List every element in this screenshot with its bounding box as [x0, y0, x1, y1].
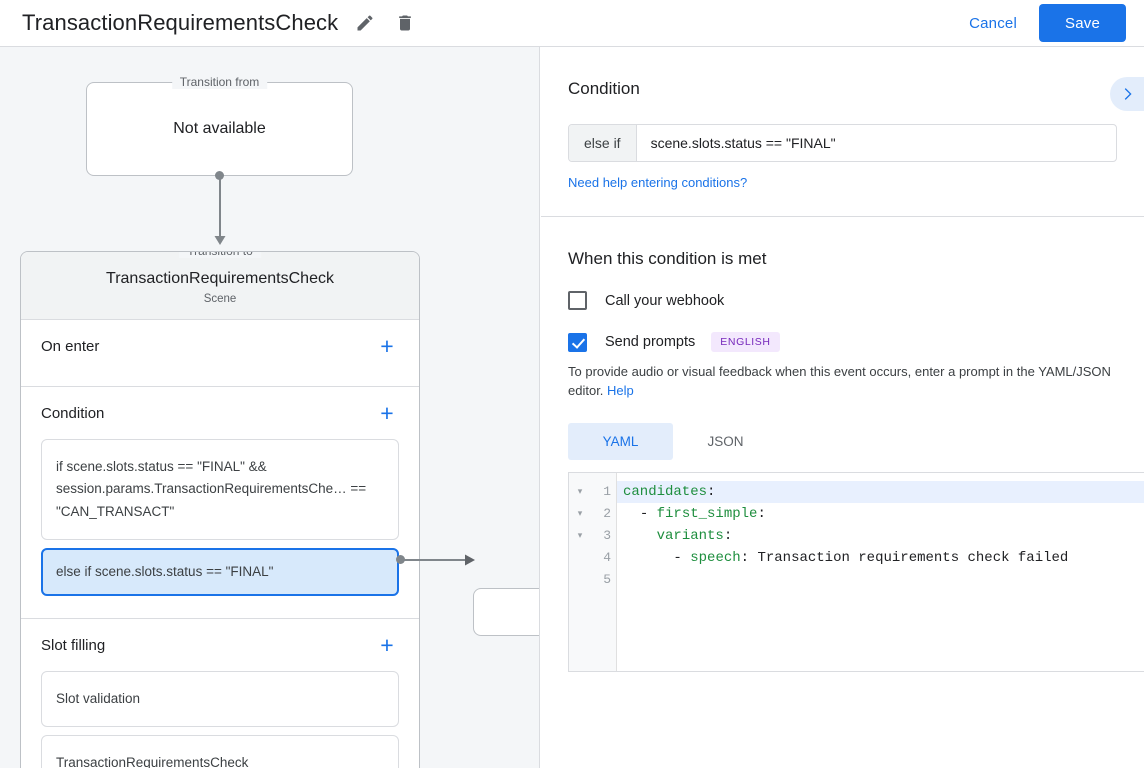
code-key: speech	[690, 549, 741, 566]
condition-section: Condition else if Need help entering con…	[541, 47, 1144, 192]
page-title: TransactionRequirementsCheck	[22, 10, 339, 35]
add-slot-filling-button[interactable]: +	[380, 631, 394, 658]
transition-from-card[interactable]: Transition from Not available	[86, 75, 353, 176]
transition-to-card[interactable]: Transition to TransactionRequirementsChe…	[20, 251, 420, 768]
pencil-icon	[357, 15, 373, 31]
outgoing-connector-line	[401, 559, 465, 561]
line-number: 3	[603, 527, 611, 543]
fold-marker[interactable]: ▾	[577, 530, 583, 541]
code-indent	[623, 550, 673, 566]
trash-icon	[399, 15, 412, 31]
edit-pencil-button[interactable]	[352, 10, 378, 36]
flow-canvas[interactable]: Transition from Not available Transition…	[0, 47, 540, 768]
cancel-button[interactable]: Cancel	[957, 7, 1029, 40]
line-number: 2	[603, 505, 611, 521]
code-colon: :	[723, 527, 733, 544]
editor-format-tabs: YAML JSON	[568, 422, 1117, 460]
connector-arrow-icon	[214, 236, 226, 245]
scene-section-slot-filling: Slot filling + Slot validation Transacti…	[21, 619, 419, 768]
code-indent	[623, 528, 657, 544]
condition-input[interactable]	[636, 125, 1116, 161]
canvas-inner: Transition from Not available Transition…	[0, 47, 539, 768]
section-title-condition: Condition	[41, 404, 105, 422]
code-key: candidates	[623, 483, 708, 500]
expand-panel-button[interactable]	[1110, 77, 1144, 111]
section-header: Slot filling +	[41, 619, 399, 671]
code-colon: :	[757, 505, 766, 522]
tab-yaml[interactable]: YAML	[568, 422, 673, 460]
when-condition-met-section: When this condition is met Call your web…	[541, 217, 1144, 460]
section-header: Condition +	[41, 387, 399, 439]
transition-to-legend: Transition to	[179, 252, 261, 258]
code-line: variants:	[617, 525, 1144, 547]
code-key: variants	[656, 527, 724, 544]
code-dash: -	[639, 505, 657, 522]
webhook-row[interactable]: Call your webhook	[568, 291, 1117, 310]
target-node-card[interactable]	[473, 588, 539, 636]
send-prompts-row[interactable]: Send prompts ENGLISH	[568, 332, 1117, 352]
transition-from-legend: Transition from	[171, 75, 268, 89]
call-webhook-label: Call your webhook	[605, 292, 725, 309]
line-number: 4	[603, 549, 611, 565]
code-editor[interactable]: ▾ ▾ ▾ 1 2 3 4 5 candidates: - first_simp…	[568, 471, 1144, 672]
send-prompts-checkbox[interactable]	[568, 332, 587, 352]
section-header: On enter +	[41, 320, 399, 372]
code-line: - first_simple:	[617, 503, 1144, 525]
scene-section-condition: Condition + if scene.slots.status == "FI…	[21, 387, 419, 620]
code-line	[617, 569, 1144, 591]
condition-help-link[interactable]: Need help entering conditions?	[568, 175, 748, 190]
scene-name: TransactionRequirementsCheck	[106, 270, 334, 287]
call-webhook-checkbox[interactable]	[568, 291, 587, 310]
panel-divider	[541, 216, 1144, 217]
code-colon: :	[707, 483, 716, 500]
slot-item-transaction-requirements-check[interactable]: TransactionRequirementsCheck	[41, 735, 399, 768]
outgoing-connector-arrow-icon	[465, 554, 475, 566]
code-value: Transaction requirements check failed	[749, 549, 1069, 566]
code-colon: :	[740, 549, 750, 566]
outgoing-connector-dot	[396, 555, 405, 564]
section-title-on-enter: On enter	[41, 337, 100, 355]
when-condition-met-heading: When this condition is met	[568, 249, 767, 268]
transition-from-value: Not available	[173, 120, 266, 137]
editor-line-numbers: 1 2 3 4 5	[591, 472, 617, 671]
top-bar: TransactionRequirementsCheck Cancel Save	[0, 0, 1144, 47]
save-button[interactable]: Save	[1039, 4, 1126, 42]
condition-heading: Condition	[568, 79, 640, 98]
fold-marker[interactable]: ▾	[577, 508, 583, 519]
editor-fold-gutter: ▾ ▾ ▾	[569, 472, 591, 671]
code-indent	[623, 506, 640, 522]
scene-section-on-enter: On enter +	[21, 320, 419, 387]
connector-line	[219, 175, 221, 237]
details-panel: Condition else if Need help entering con…	[541, 47, 1144, 768]
section-title-slot-filling: Slot filling	[41, 636, 106, 654]
send-prompts-label: Send prompts	[605, 334, 696, 350]
condition-input-row[interactable]: else if	[568, 124, 1117, 162]
fold-marker	[569, 569, 591, 591]
line-number: 5	[603, 571, 611, 587]
condition-prefix-label: else if	[569, 125, 637, 161]
fold-marker[interactable]: ▾	[577, 486, 583, 497]
code-line: candidates:	[617, 480, 1144, 503]
code-line: - speech: Transaction requirements check…	[617, 547, 1144, 569]
prompts-description: To provide audio or visual feedback when…	[568, 363, 1117, 401]
condition-item[interactable]: if scene.slots.status == "FINAL" && sess…	[41, 439, 399, 540]
slot-item-slot-validation[interactable]: Slot validation	[41, 671, 399, 728]
line-number: 1	[603, 483, 611, 499]
code-key: first_simple	[656, 505, 758, 522]
scene-header: TransactionRequirementsCheck Scene	[21, 252, 419, 320]
prompts-description-text: To provide audio or visual feedback when…	[568, 364, 1111, 398]
scene-type: Scene	[203, 293, 237, 305]
language-badge: ENGLISH	[711, 332, 780, 352]
add-on-enter-button[interactable]: +	[380, 332, 394, 359]
chevron-right-icon	[1124, 88, 1132, 100]
prompts-help-link[interactable]: Help	[607, 382, 634, 398]
editor-code-area[interactable]: candidates: - first_simple: variants: - …	[617, 473, 1144, 671]
delete-trash-button[interactable]	[392, 10, 418, 36]
code-dash: -	[673, 549, 691, 566]
tab-json[interactable]: JSON	[707, 433, 744, 449]
condition-item-selected[interactable]: else if scene.slots.status == "FINAL"	[41, 547, 399, 597]
add-condition-button[interactable]: +	[380, 399, 394, 426]
fold-marker	[569, 547, 591, 569]
